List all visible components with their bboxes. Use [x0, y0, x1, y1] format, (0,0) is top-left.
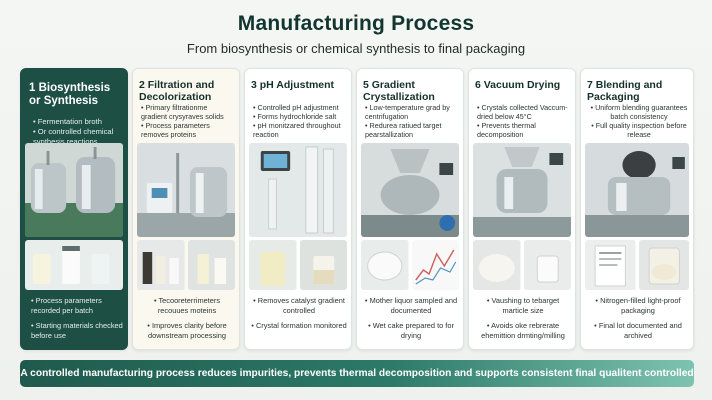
batch-document-image	[585, 240, 636, 290]
sample-thumbnails	[25, 240, 123, 290]
step-title: 1 Biosynthesis or Synthesis	[29, 82, 111, 107]
dried-powder-image	[473, 240, 521, 290]
step-notes-bottom: Vaushing to tebarget marticle size Avoid…	[475, 296, 571, 346]
step-note: Wet cake prepared to for drying	[363, 321, 459, 340]
fermentation-tanks-photo	[25, 143, 123, 237]
step-note: Low-temperature grad by centrifugation	[363, 103, 459, 121]
ph-sample-jar-image	[249, 240, 297, 290]
step-notes-top: Uniform blending guarantees batch consis…	[587, 103, 689, 139]
ph-reactor-photo	[249, 143, 347, 237]
sample-thumbnails	[585, 240, 689, 290]
sample-thumbnails	[473, 240, 571, 290]
step-notes-bottom: Tecooreterrimeters recouues moteins Impr…	[139, 296, 235, 346]
step-note: Fermentation broth	[31, 117, 123, 127]
step-title: 3 pH Adjustment	[251, 79, 335, 91]
step-note: Or controlled chemical synthesis reactio…	[31, 127, 123, 147]
step-card-blending-packaging: 7 Blending and Packaging Uniform blendin…	[580, 68, 694, 350]
blender-photo	[585, 143, 689, 237]
step-note: Crystal formation monitored	[251, 321, 347, 331]
step-notes-bottom: Process parameters recorded per batch St…	[31, 296, 123, 346]
sample-vials-image	[25, 240, 123, 290]
step-notes-top: Low-temperature grad by centrifugation R…	[363, 103, 459, 139]
step-notes-top: Fermentation broth Or controlled chemica…	[31, 117, 123, 148]
sample-thumbnails	[249, 240, 347, 290]
step-notes-top: Controlled pH adjustment Forms hydrochlo…	[251, 103, 347, 139]
step-note: Starting materials checked before use	[31, 321, 123, 340]
step-card-crystallization: 5 Gradient Crystallization Low-temperatu…	[356, 68, 464, 350]
page-title: Manufacturing Process	[237, 12, 475, 35]
step-note: Avoids oke rebrerate ehemittion drmting/…	[475, 321, 571, 340]
step-notes-bottom: Removes catalyst gradient controlled Cry…	[251, 296, 347, 337]
step-card-filtration: 2 Filtration and Decolorization Primary …	[132, 68, 240, 350]
step-note: Primary filtrationme gradient crysyraves…	[139, 103, 235, 121]
reagent-bottles-image	[137, 240, 185, 290]
step-note: Uniform blending guarantees batch consis…	[587, 103, 689, 121]
step-note: Forms hydrochloride salt	[251, 112, 347, 121]
vacuum-dryer-photo	[473, 143, 571, 237]
step-note: Prevents thermal decomposition	[475, 121, 571, 139]
centrifuge-photo	[361, 143, 459, 237]
measuring-cup-image	[523, 240, 571, 290]
step-note: Vaushing to tebarget marticle size	[475, 296, 571, 315]
step-notes-bottom: Nitrogen-filled light-proof packaging Fi…	[587, 296, 689, 346]
step-note: Improves clarity before downstream proce…	[139, 321, 235, 340]
step-note: pH monitzared throughout reaction	[251, 121, 347, 139]
step-note: Removes catalyst gradient controlled	[251, 296, 347, 315]
step-title: 5 Gradient Crystallization	[363, 79, 435, 103]
step-note: Redurea ratiued target pearstallization	[363, 121, 459, 139]
solution-beaker-image	[299, 240, 347, 290]
step-title: 2 Filtration and Decolorization	[139, 79, 215, 103]
step-notes-bottom: Mother liquor sampled and documented Wet…	[363, 296, 459, 346]
page-subtitle: From biosynthesis or chemical synthesis …	[186, 41, 526, 56]
step-card-ph-adjustment: 3 pH Adjustment Controlled pH adjustment…	[244, 68, 352, 350]
step-note: Final lot documented and archived	[587, 321, 689, 340]
step-note: Mother liquor sampled and documented	[363, 296, 459, 315]
process-steps: 1 Biosynthesis or Synthesis Fermentation…	[20, 68, 694, 350]
packaged-bag-image	[638, 240, 689, 290]
step-card-vacuum-drying: 6 Vacuum Drying Crystals collected Vaccu…	[468, 68, 576, 350]
step-card-biosynthesis: 1 Biosynthesis or Synthesis Fermentation…	[20, 68, 128, 350]
step-note: Full quality inspection before release	[587, 121, 689, 139]
glassware-image	[187, 240, 235, 290]
sample-thumbnails	[361, 240, 459, 290]
summary-banner: A controlled manufacturing process reduc…	[20, 360, 694, 387]
filtration-unit-photo	[137, 143, 235, 237]
step-note: Tecooreterrimeters recouues moteins	[139, 296, 235, 315]
analysis-chart-image	[411, 240, 459, 290]
step-note: Process parameters removes proteins	[139, 121, 235, 139]
step-note: Process parameters recorded per batch	[31, 296, 123, 315]
sample-thumbnails	[137, 240, 235, 290]
step-title: 6 Vacuum Drying	[475, 79, 561, 91]
step-notes-top: Primary filtrationme gradient crysyraves…	[139, 103, 235, 139]
step-note: Crystals collected Vaccum-dried below 45…	[475, 103, 571, 121]
crystal-dish-image	[361, 240, 409, 290]
step-notes-top: Crystals collected Vaccum-dried below 45…	[475, 103, 571, 139]
step-title: 7 Blending and Packaging	[587, 79, 663, 103]
step-note: Controlled pH adjustment	[251, 103, 347, 112]
step-note: Nitrogen-filled light-proof packaging	[587, 296, 689, 315]
